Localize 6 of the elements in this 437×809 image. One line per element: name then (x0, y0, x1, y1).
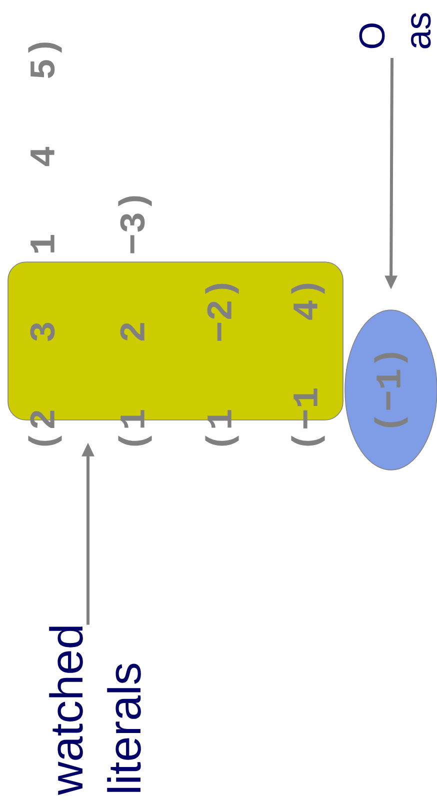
callout-text: watched literals (49, 626, 141, 796)
clause-text: (1 −2) (205, 284, 239, 446)
clause-text: (1 2 −3) (118, 196, 152, 446)
clause-text: (−1 4) (291, 284, 325, 446)
callout-text: O as (359, 13, 431, 48)
clause-text: (2 3 1 4 5) (28, 42, 62, 446)
